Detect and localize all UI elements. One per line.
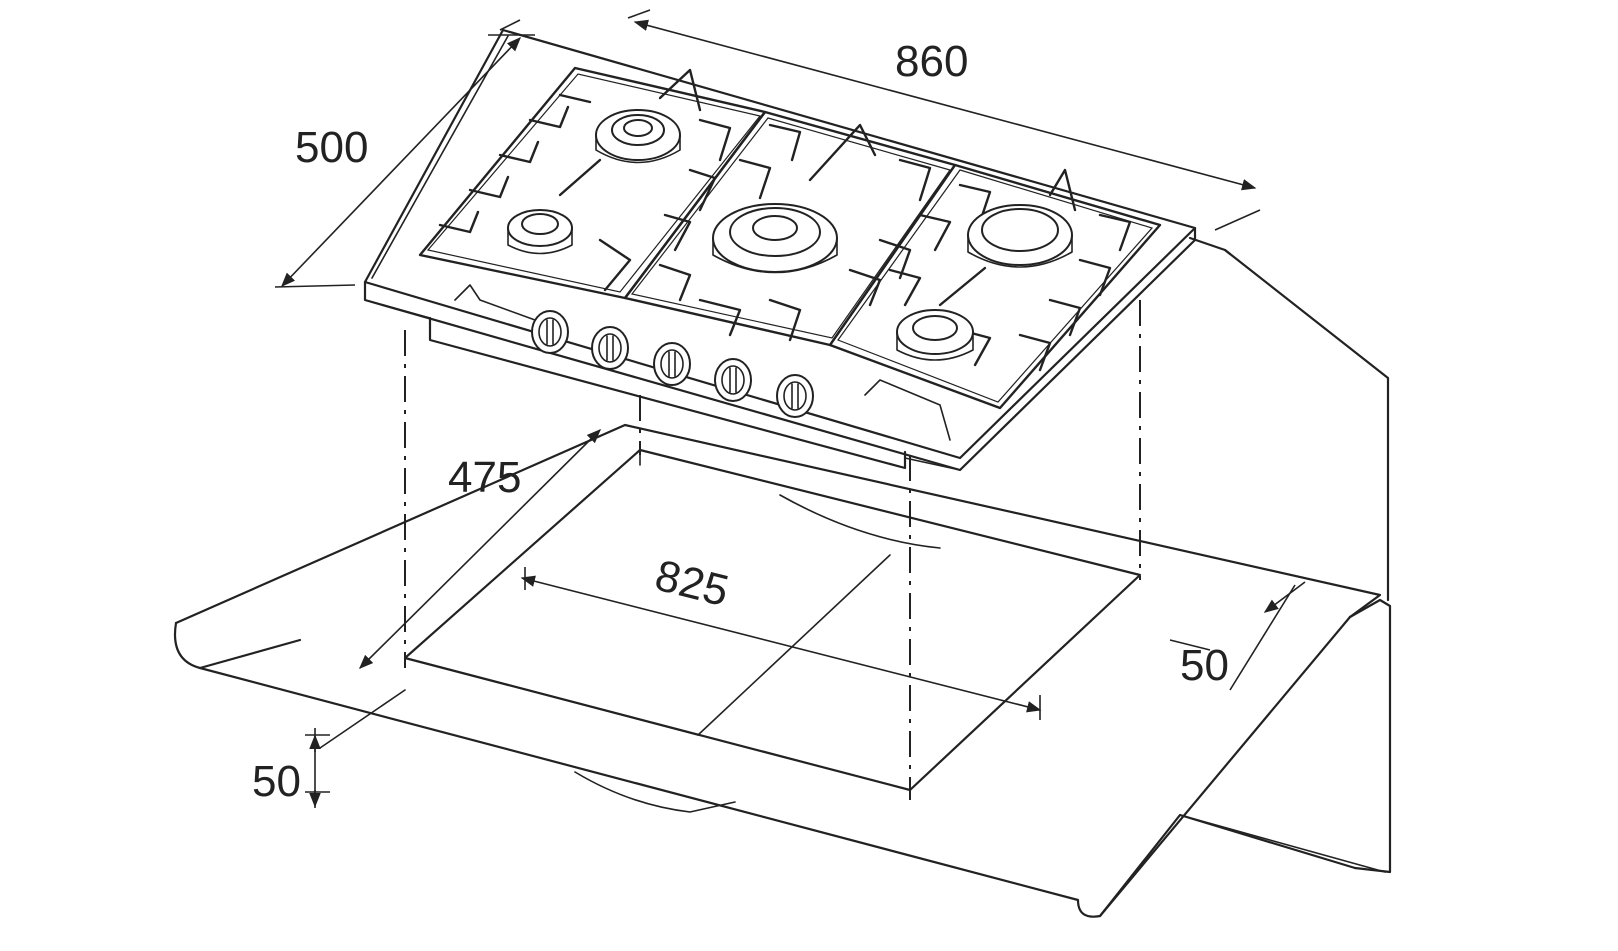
burner-front-left	[507, 209, 573, 255]
control-knob	[653, 342, 691, 386]
control-knob	[776, 374, 814, 418]
dimension-cutout-depth: 475	[448, 453, 521, 502]
dimension-rear-clearance: 50	[1180, 641, 1229, 690]
control-knobs	[531, 310, 814, 418]
back-wall	[1188, 236, 1390, 602]
burners	[507, 109, 1073, 361]
dimension-lines	[274, 9, 1306, 808]
burner-rear-right	[967, 204, 1073, 268]
dimension-front-clearance: 50	[252, 757, 301, 806]
control-knob	[531, 310, 569, 354]
dimension-hob-width: 860	[895, 37, 968, 86]
control-knob	[714, 358, 752, 402]
control-knob	[591, 326, 629, 370]
burner-wok-center	[712, 203, 838, 274]
burner-rear-left	[595, 109, 681, 164]
dimension-hob-depth: 500	[295, 123, 368, 172]
burner-front-right	[896, 309, 974, 361]
dimension-cutout-width: 825	[650, 551, 733, 616]
